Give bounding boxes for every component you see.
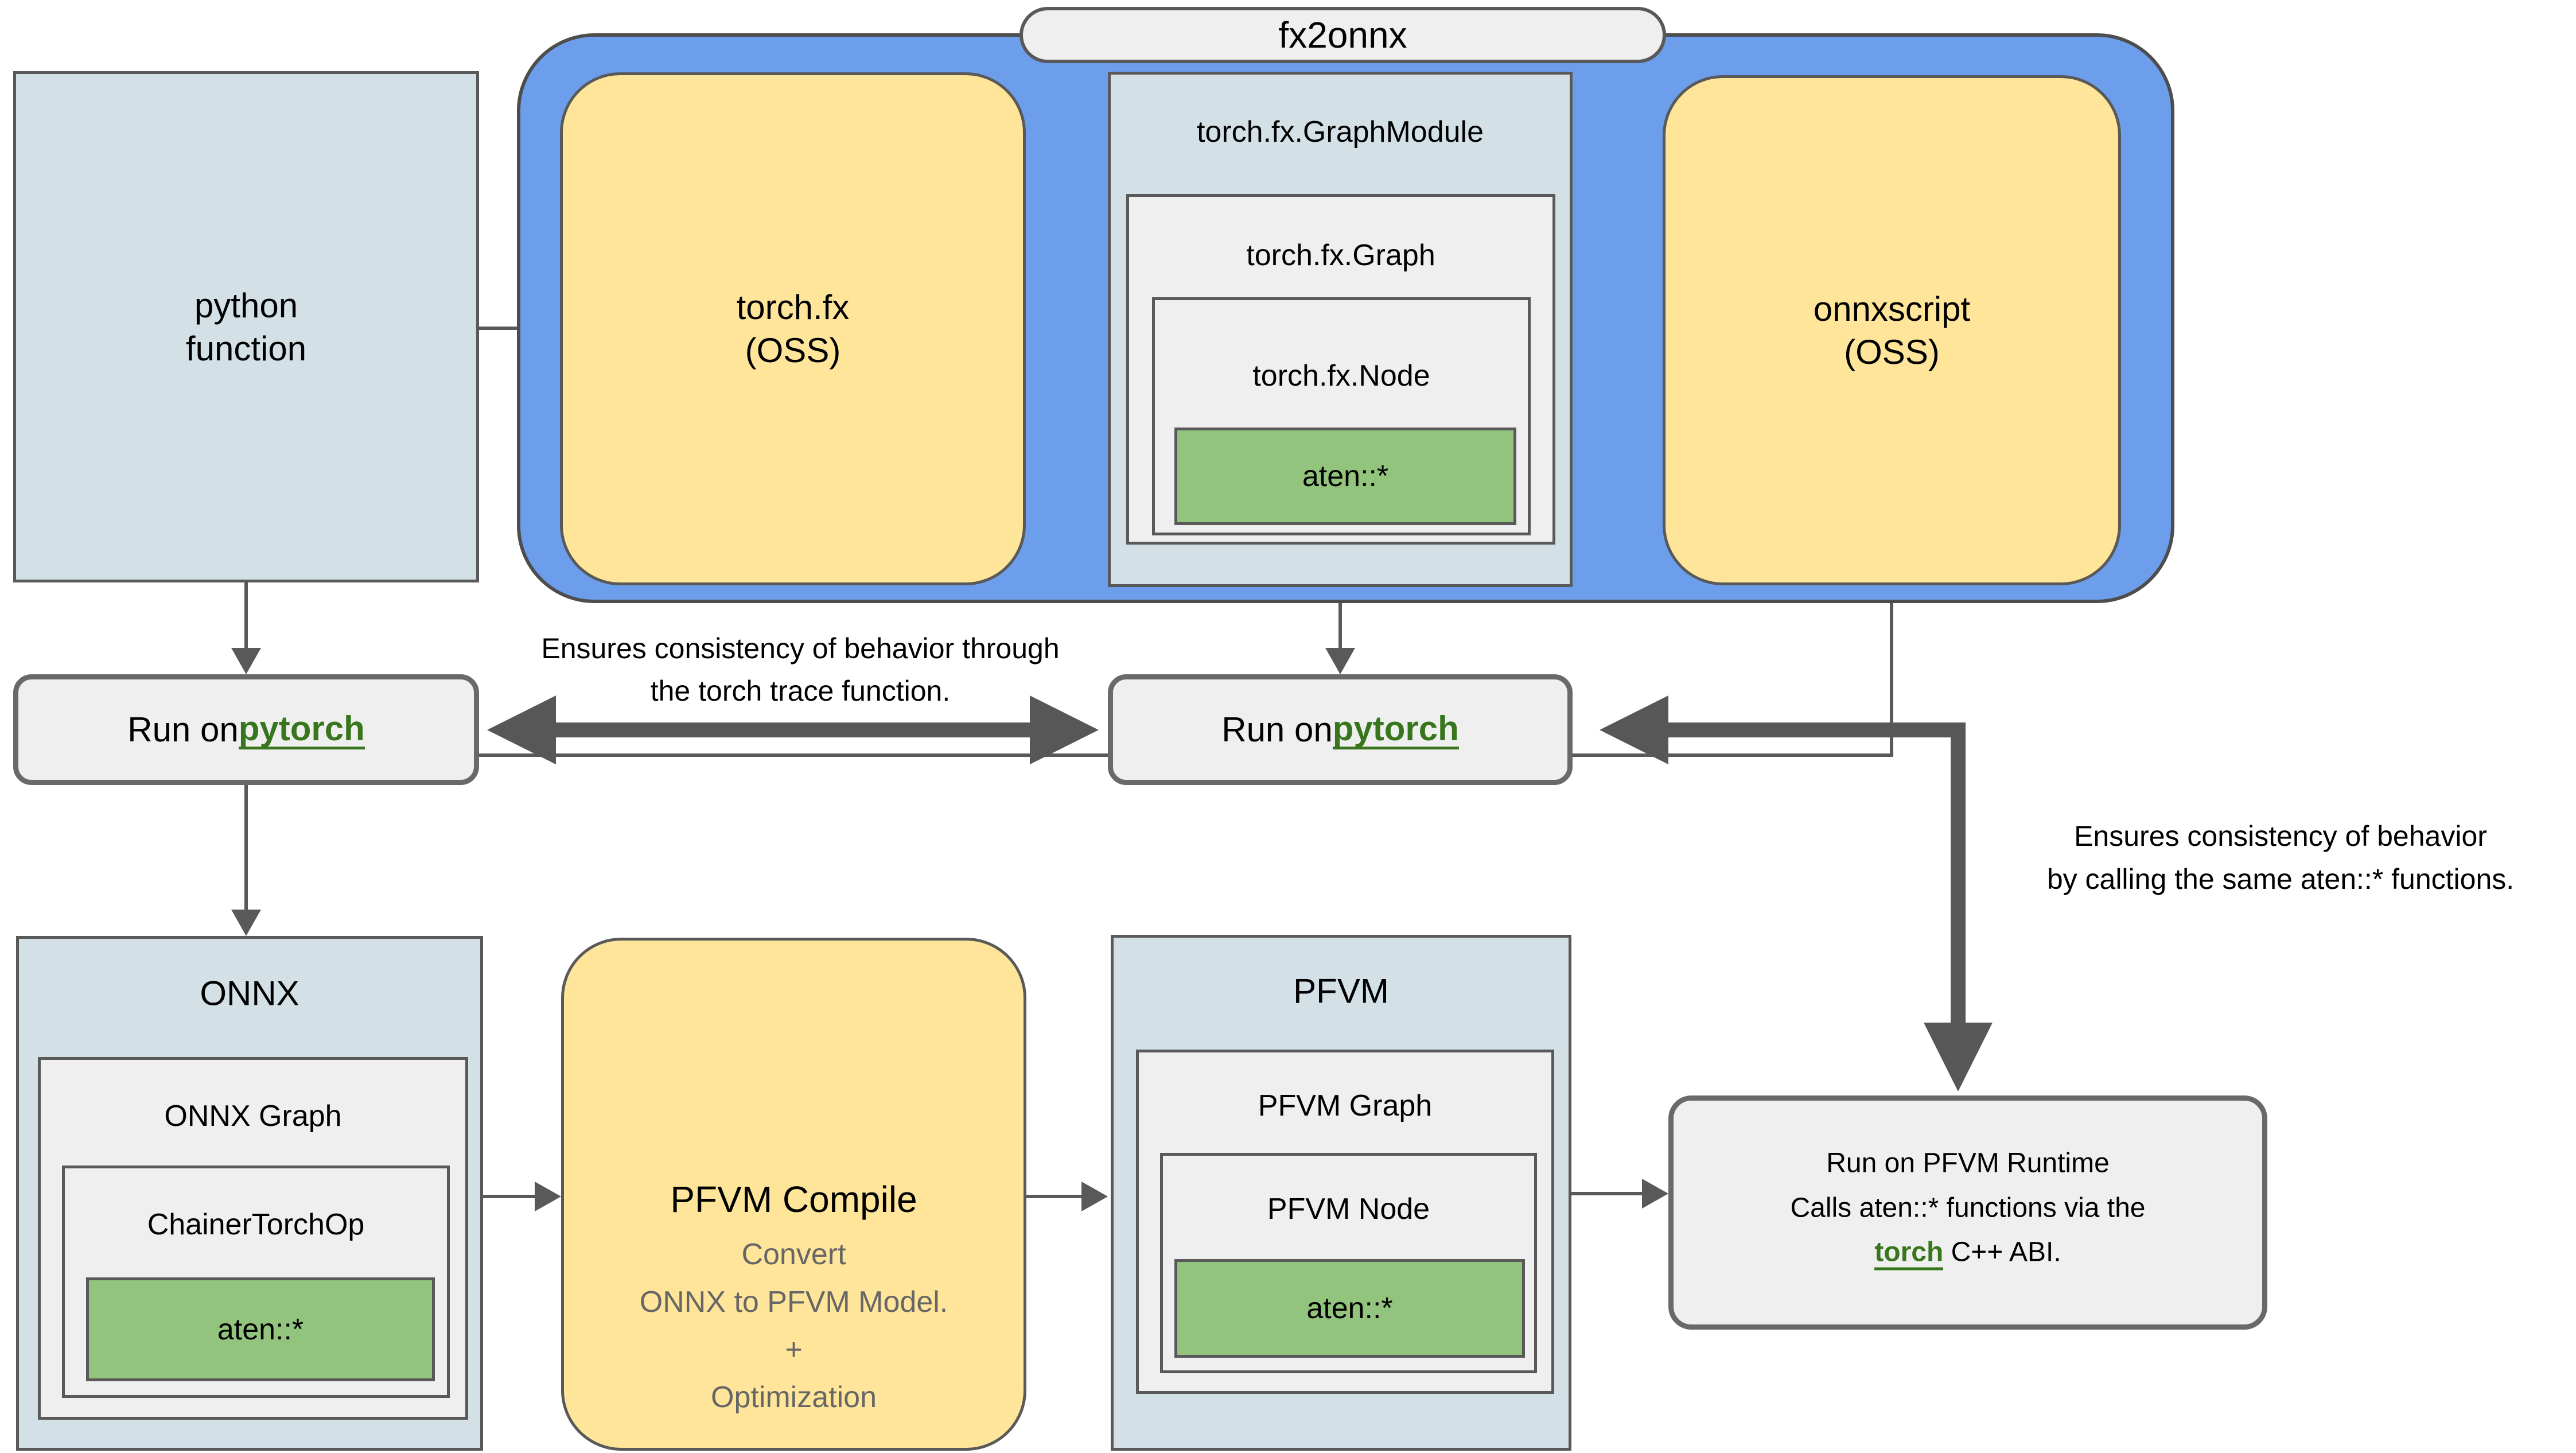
runtime-line3: torch C++ ABI.	[1674, 1237, 2262, 1271]
node-aten-onnx: aten::*	[86, 1277, 435, 1381]
run-on-label: Run on	[127, 710, 239, 749]
pfvm-node-label: PFVM Node	[1267, 1192, 1430, 1226]
chainertorchop-label: ChainerTorchOp	[147, 1208, 365, 1241]
node-python-function: python function	[13, 71, 479, 582]
onnxscript-label: onnxscript (OSS)	[1813, 289, 1971, 371]
node-aten-fx: aten::*	[1174, 428, 1516, 525]
node-run-pytorch-right: Run on pytorch	[1108, 674, 1573, 785]
node-pfvm: PFVM PFVM Graph PFVM Node aten::*	[1111, 935, 1571, 1451]
node-onnxscript: onnxscript (OSS)	[1663, 75, 2121, 585]
python-function-label: python function	[185, 286, 307, 368]
node-fx-node: torch.fx.Node aten::*	[1152, 297, 1531, 535]
fx-graph-label: torch.fx.Graph	[1246, 239, 1435, 272]
node-onnx-graph: ONNX Graph ChainerTorchOp aten::*	[38, 1057, 468, 1420]
node-fx-graph: torch.fx.Graph torch.fx.Node aten::*	[1126, 194, 1555, 545]
annotation-aten-consistency: Ensures consistency of behavior by calli…	[2046, 820, 2515, 895]
graphmodule-label: torch.fx.GraphModule	[1196, 115, 1484, 149]
thick-double-arrow-pytorch	[487, 696, 1099, 764]
pfvm-compile-subtitle: Convert ONNX to PFVM Model. + Optimizati…	[639, 1238, 948, 1414]
annotation-trace-consistency: Ensures consistency of behavior through …	[541, 632, 1060, 707]
aten-pfvm-label: aten::*	[1306, 1292, 1393, 1325]
aten-fx-label: aten::*	[1302, 460, 1389, 493]
arrow-pfvm-to-runtime	[1571, 1179, 1668, 1209]
node-pfvm-node: PFVM Node aten::*	[1160, 1153, 1537, 1373]
aten-onnx-label: aten::*	[217, 1312, 304, 1346]
pfvm-graph-label: PFVM Graph	[1258, 1089, 1433, 1122]
node-aten-pfvm: aten::*	[1174, 1259, 1525, 1358]
node-onnx: ONNX ONNX Graph ChainerTorchOp aten::*	[16, 936, 483, 1451]
fx-node-label: torch.fx.Node	[1252, 359, 1430, 393]
node-pfvm-compile: PFVM Compile Convert ONNX to PFVM Model.…	[561, 938, 1026, 1451]
runtime-line2: Calls aten::* functions via the	[1790, 1192, 2146, 1223]
node-run-pfvm-runtime: Run on PFVM Runtime Calls aten::* functi…	[1668, 1095, 2267, 1330]
pytorch-link[interactable]: pytorch	[1332, 710, 1459, 749]
node-graphmodule: torch.fx.GraphModule torch.fx.Graph torc…	[1108, 72, 1573, 587]
runtime-line1: Run on PFVM Runtime	[1826, 1148, 2110, 1179]
runtime-line3-suffix: C++ ABI.	[1943, 1237, 2061, 1268]
onnx-graph-label: ONNX Graph	[164, 1100, 342, 1133]
thick-elbow-arrow-runtime	[1600, 696, 1993, 1091]
fx2onnx-title: fx2onnx	[1278, 14, 1407, 56]
pytorch-link[interactable]: pytorch	[238, 710, 365, 749]
arrow-run-pytorch-to-onnx	[231, 785, 261, 936]
arrow-python-to-run-pytorch-left	[231, 582, 261, 674]
torch-link[interactable]: torch	[1874, 1237, 1944, 1271]
pfvm-compile-title: PFVM Compile	[670, 1179, 917, 1220]
node-pfvm-graph: PFVM Graph PFVM Node aten::*	[1136, 1050, 1554, 1394]
node-run-pytorch-left: Run on pytorch	[13, 674, 479, 785]
node-torchfx: torch.fx (OSS)	[560, 72, 1026, 585]
onnx-label: ONNX	[200, 974, 299, 1013]
run-on-label: Run on	[1221, 710, 1333, 749]
connector-onnxscript-to-run-pytorch	[479, 585, 1893, 757]
arrow-compile-to-pfvm	[1026, 1182, 1108, 1211]
arrow-onnx-to-compile	[483, 1182, 561, 1211]
torchfx-label: torch.fx (OSS)	[736, 288, 850, 370]
fx2onnx-title-pill: fx2onnx	[1019, 7, 1666, 63]
node-chainertorchop: ChainerTorchOp aten::*	[62, 1165, 450, 1398]
pfvm-label: PFVM	[1293, 972, 1389, 1011]
